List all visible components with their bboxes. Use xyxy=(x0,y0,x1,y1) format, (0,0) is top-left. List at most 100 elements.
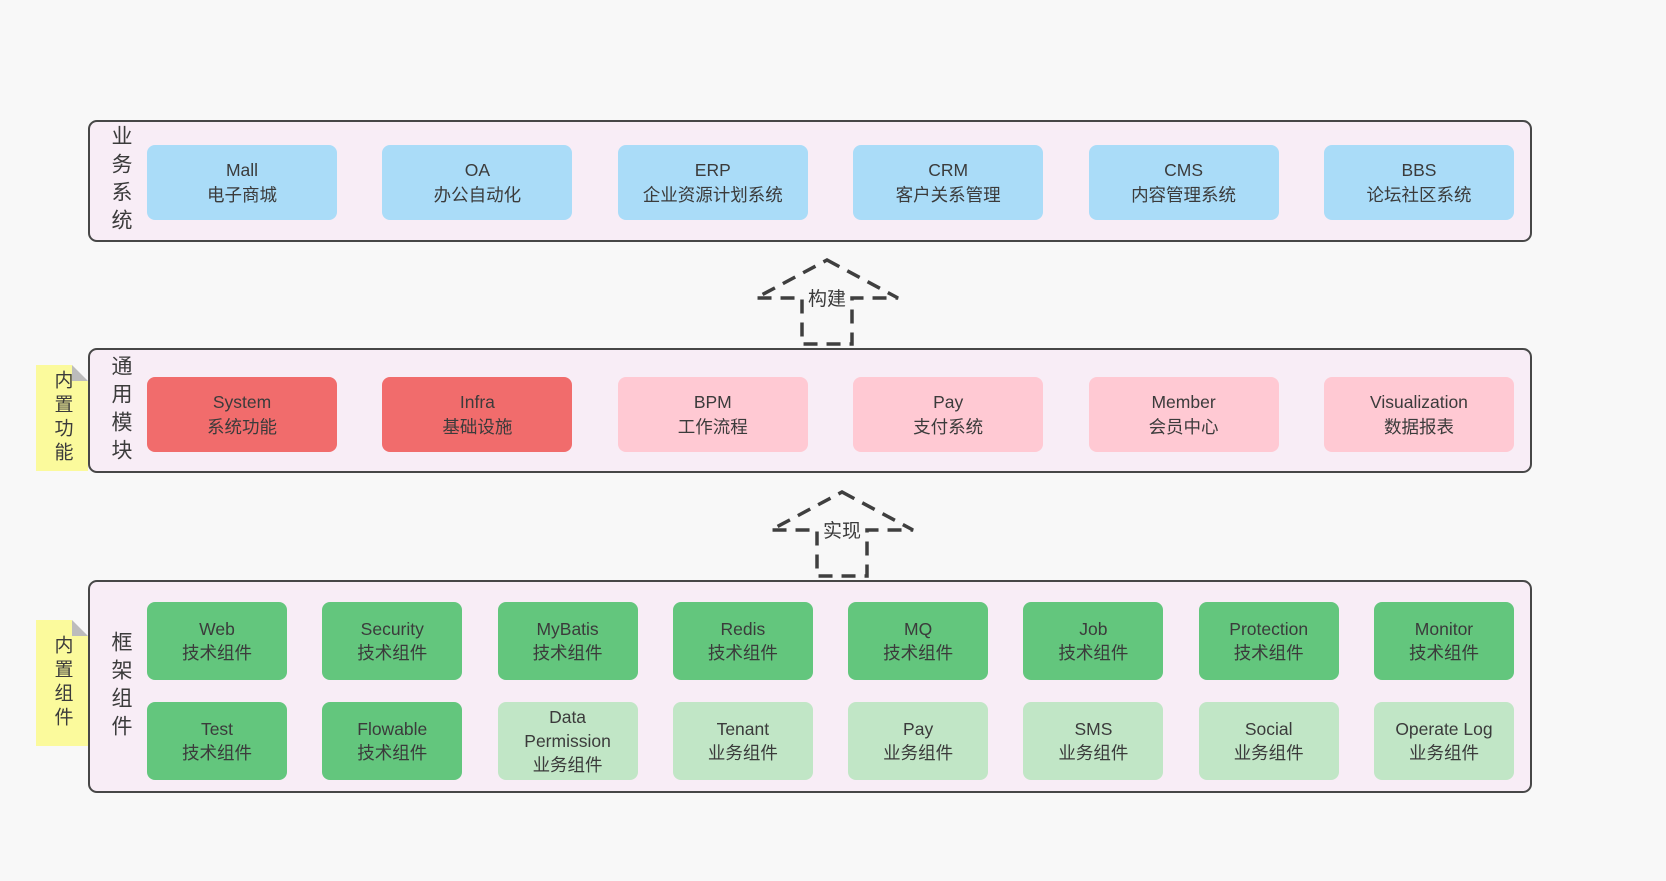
component-box-visualization: Visualization 数据报表 xyxy=(1323,377,1514,452)
component-name: Mall xyxy=(225,160,259,181)
component-desc: 会员中心 xyxy=(1148,416,1219,437)
component-desc: 业务组件 xyxy=(1408,743,1479,763)
component-name: Protection xyxy=(1229,618,1309,639)
component-box-mq: MQ 技术组件 xyxy=(848,602,989,680)
sticky-note-label: 内置组件 xyxy=(51,635,73,731)
component-box-crm: CRM 客户关系管理 xyxy=(853,145,1044,220)
component-desc: 技术组件 xyxy=(182,643,252,663)
component-desc: 业务组件 xyxy=(1233,743,1304,763)
sticky-note-builtin-components: 内置组件 xyxy=(36,620,88,746)
component-desc: 技术组件 xyxy=(1408,643,1479,663)
component-box-security: Security 技术组件 xyxy=(322,602,463,680)
component-name: Data Permission xyxy=(524,706,611,751)
section-label-business: 业务系统 xyxy=(109,125,132,237)
business-systems-section: 业务系统 Mall 电子商城 OA 办公自动化 ERP 企业资源计划系统 CRM 客户关系管理… xyxy=(88,120,1532,242)
component-desc: 企业资源计划系统 xyxy=(642,184,783,205)
component-desc: 技术组件 xyxy=(532,643,603,663)
component-name: Job xyxy=(1079,618,1108,639)
component-name: MQ xyxy=(904,618,933,639)
component-desc: 技术组件 xyxy=(357,643,428,663)
component-box-data-permission: Data Permission 业务组件 xyxy=(497,702,638,780)
component-name: Monitor xyxy=(1414,618,1474,639)
component-box-operate-log: Operate Log 业务组件 xyxy=(1373,702,1514,780)
component-name: Infra xyxy=(459,392,495,413)
component-box-bpm: BPM 工作流程 xyxy=(617,377,808,452)
sticky-note-label: 内置功能 xyxy=(51,370,73,466)
implement-arrow: 实现 xyxy=(767,487,917,579)
component-box-pay: Pay 支付系统 xyxy=(853,377,1044,452)
component-name: OA xyxy=(464,160,491,181)
component-box-sms: SMS 业务组件 xyxy=(1023,702,1164,780)
component-box-erp: ERP 企业资源计划系统 xyxy=(617,145,808,220)
component-desc: 系统功能 xyxy=(207,416,277,437)
component-desc: 支付系统 xyxy=(913,416,984,437)
component-desc: 技术组件 xyxy=(1058,643,1129,663)
component-desc: 工作流程 xyxy=(677,416,748,437)
component-name: Pay xyxy=(903,718,934,739)
component-box-cms: CMS 内容管理系统 xyxy=(1088,145,1279,220)
component-box-pay: Pay 业务组件 xyxy=(848,702,989,780)
component-box-protection: Protection 技术组件 xyxy=(1198,602,1339,680)
component-desc: 技术组件 xyxy=(707,643,778,663)
build-arrow-label: 构建 xyxy=(804,284,850,311)
component-name: CMS xyxy=(1164,160,1203,181)
component-box-social: Social 业务组件 xyxy=(1198,702,1339,780)
component-desc: 数据报表 xyxy=(1383,416,1454,437)
component-name: CRM xyxy=(928,160,969,181)
component-box-redis: Redis 技术组件 xyxy=(672,602,813,680)
section-label-framework: 框架组件 xyxy=(109,630,132,743)
component-box-monitor: Monitor 技术组件 xyxy=(1373,602,1514,680)
component-desc: 内容管理系统 xyxy=(1131,184,1237,205)
component-name: Social xyxy=(1244,718,1293,739)
component-desc: 技术组件 xyxy=(1233,643,1304,663)
component-name: SMS xyxy=(1074,718,1113,739)
component-desc: 业务组件 xyxy=(707,743,778,763)
component-desc: 办公自动化 xyxy=(433,184,522,205)
dashed-up-arrow-icon xyxy=(755,258,899,346)
component-name: Operate Log xyxy=(1395,718,1493,739)
component-desc: 电子商城 xyxy=(207,184,277,205)
component-desc: 论坛社区系统 xyxy=(1366,184,1472,205)
component-name: Web xyxy=(199,618,235,639)
implement-arrow-label: 实现 xyxy=(819,516,865,543)
sticky-note-builtin-features: 内置功能 xyxy=(36,365,88,471)
component-name: MyBatis xyxy=(536,618,599,639)
component-name: Flowable xyxy=(357,718,428,739)
component-box-member: Member 会员中心 xyxy=(1088,377,1279,452)
dashed-up-arrow-icon xyxy=(770,490,914,578)
component-desc: 客户关系管理 xyxy=(895,184,1001,205)
component-name: Visualization xyxy=(1369,392,1468,413)
component-box-oa: OA 办公自动化 xyxy=(382,145,573,220)
component-box-infra: Infra 基础设施 xyxy=(382,377,573,452)
build-arrow: 构建 xyxy=(752,255,902,347)
component-desc: 业务组件 xyxy=(532,755,603,776)
business-systems-row: Mall 电子商城 OA 办公自动化 ERP 企业资源计划系统 CRM 客户关系管理 CMS 内容… xyxy=(147,145,1514,220)
component-name: Test xyxy=(200,718,234,739)
component-desc: 基础设施 xyxy=(442,416,513,437)
folded-corner-icon xyxy=(72,365,88,381)
component-desc: 业务组件 xyxy=(883,743,954,763)
component-name: Security xyxy=(360,618,424,639)
component-name: Member xyxy=(1151,392,1216,413)
component-name: Redis xyxy=(720,618,766,639)
component-name: BPM xyxy=(693,392,732,413)
component-desc: 技术组件 xyxy=(883,643,954,663)
component-box-mall: Mall 电子商城 xyxy=(147,145,337,220)
component-desc: 业务组件 xyxy=(1058,743,1129,763)
component-name: Pay xyxy=(933,392,964,413)
component-name: ERP xyxy=(694,160,731,181)
component-box-mybatis: MyBatis 技术组件 xyxy=(497,602,638,680)
component-box-job: Job 技术组件 xyxy=(1023,602,1164,680)
section-label-modules: 通用模块 xyxy=(109,354,132,467)
folded-corner-icon xyxy=(72,620,88,636)
